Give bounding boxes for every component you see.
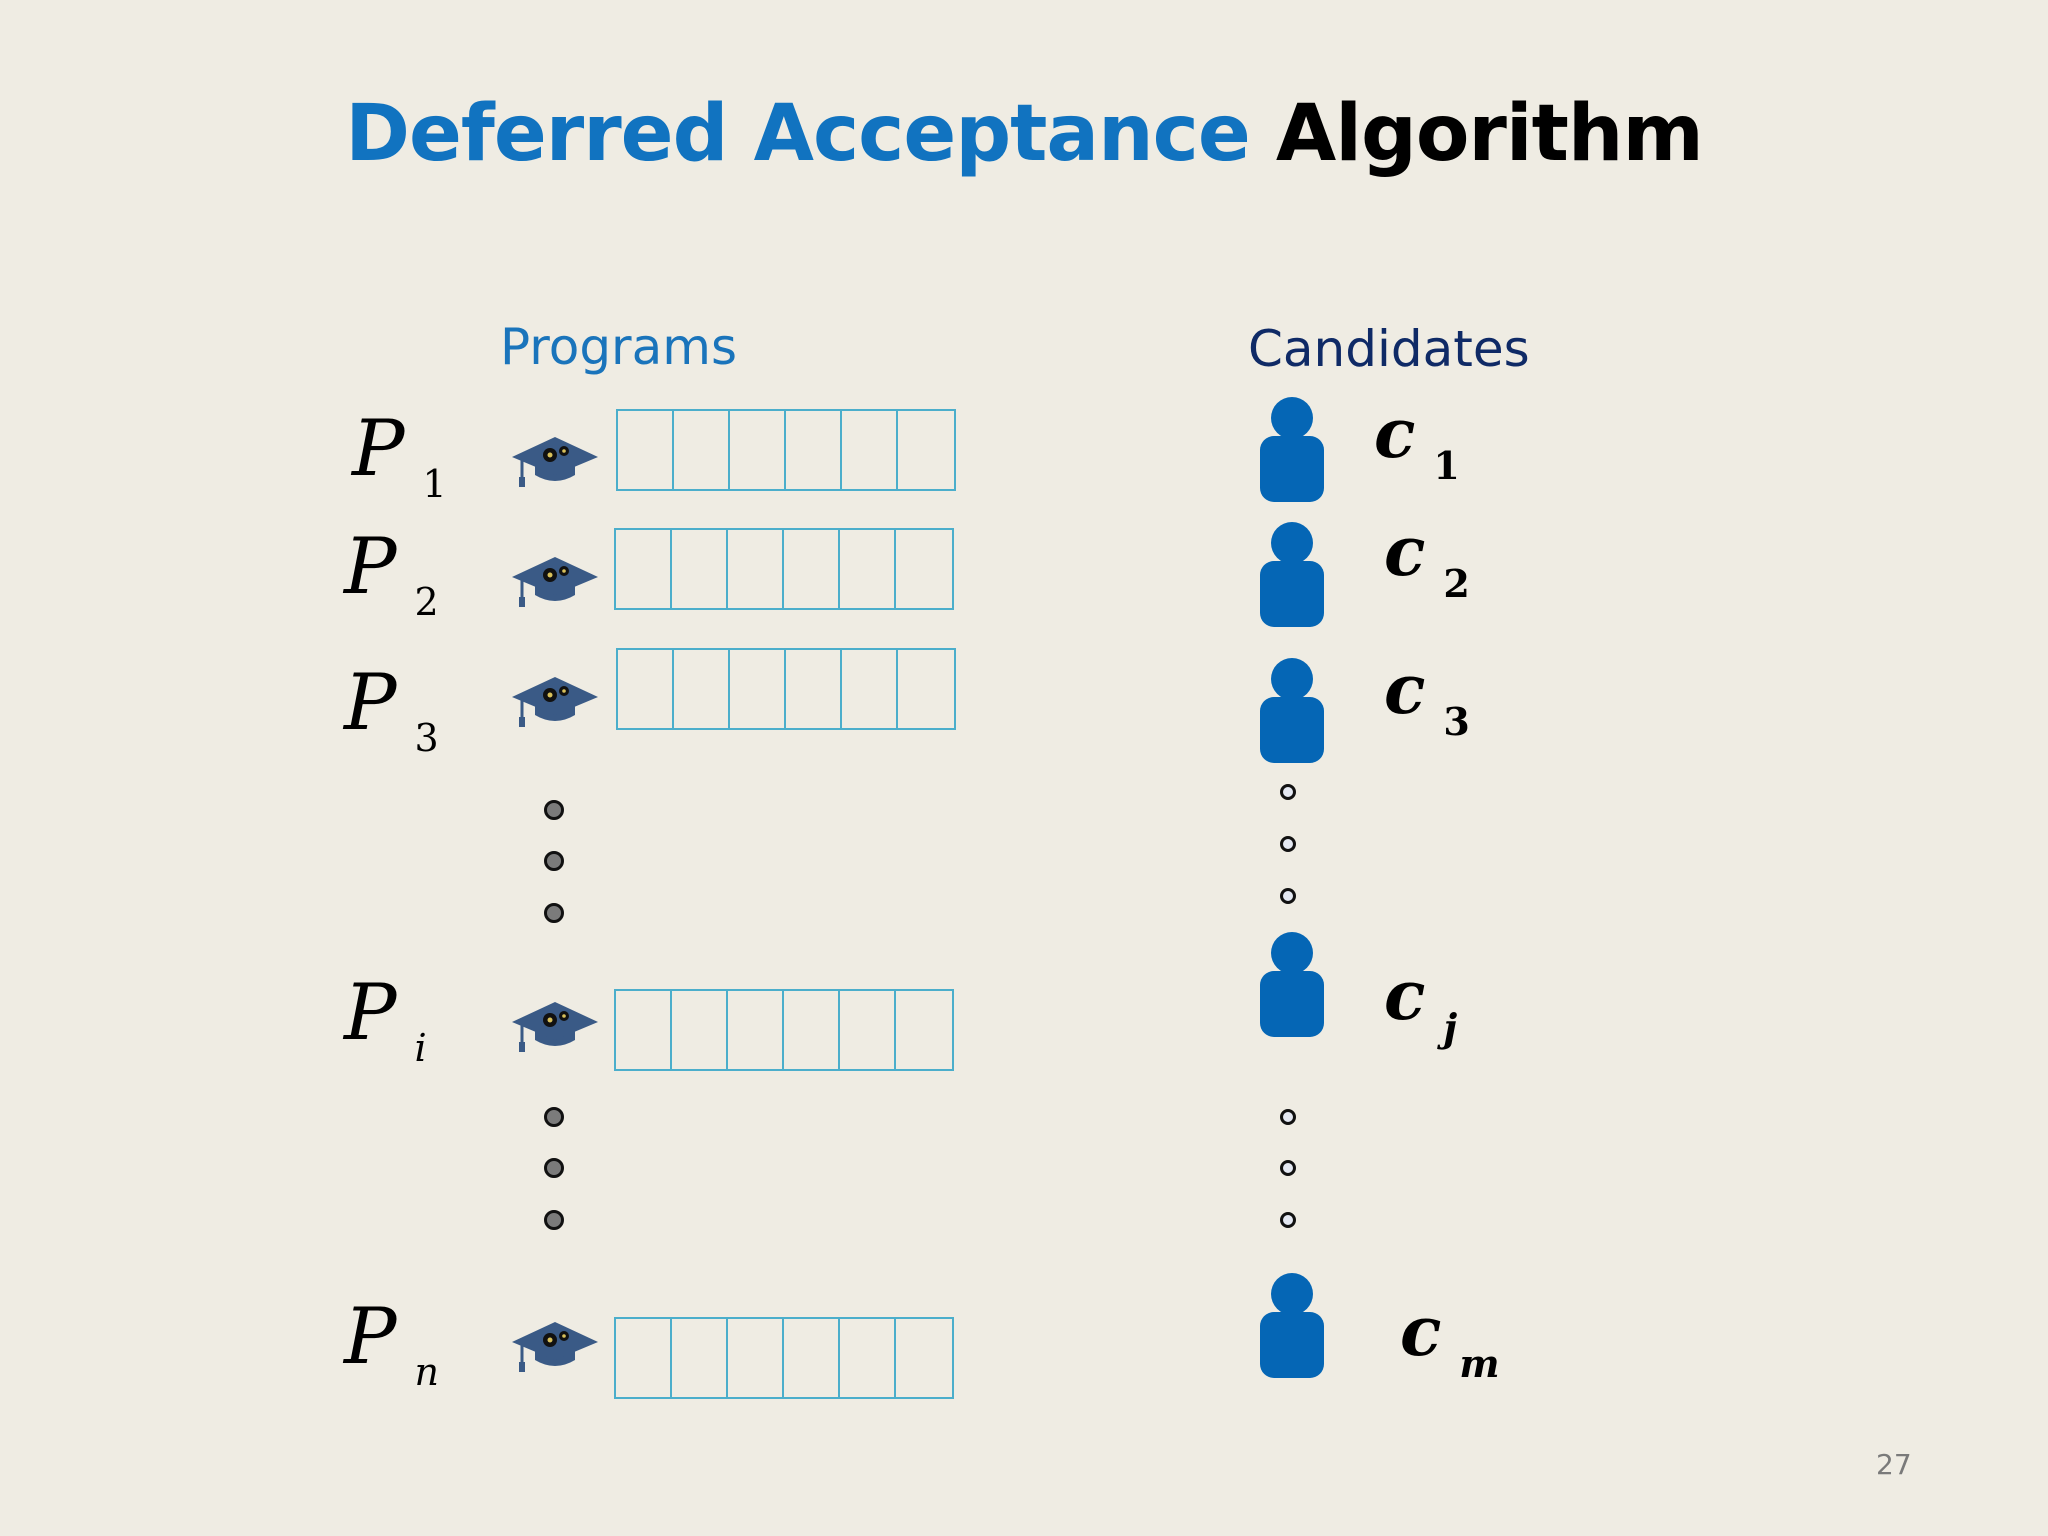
preference-slot bbox=[730, 650, 786, 728]
preference-slot bbox=[898, 650, 954, 728]
person-icon bbox=[1260, 397, 1324, 502]
title-highlight: Deferred Acceptance bbox=[345, 89, 1250, 179]
programs-header: Programs bbox=[500, 318, 738, 376]
preference-slot bbox=[616, 530, 672, 608]
preference-slot bbox=[672, 991, 728, 1069]
preference-slot bbox=[786, 650, 842, 728]
preference-slot bbox=[616, 991, 672, 1069]
preference-slot bbox=[728, 530, 784, 608]
preference-slot bbox=[618, 650, 674, 728]
preference-slot bbox=[898, 411, 954, 489]
ellipsis-dot bbox=[544, 903, 564, 923]
preference-list-n bbox=[614, 1317, 954, 1399]
person-icon bbox=[1260, 932, 1324, 1037]
preference-slot bbox=[674, 411, 730, 489]
graduation-cap-gear-icon bbox=[512, 437, 598, 487]
preference-slot bbox=[784, 991, 840, 1069]
person-icon bbox=[1260, 522, 1324, 627]
graduation-cap-gear-icon bbox=[512, 557, 598, 607]
graduation-cap-gear-icon bbox=[512, 677, 598, 727]
ellipsis-dot bbox=[544, 800, 564, 820]
preference-slot bbox=[842, 650, 898, 728]
page-number: 27 bbox=[1876, 1448, 1912, 1481]
preference-list-i bbox=[614, 989, 954, 1071]
ellipsis-dot bbox=[544, 1158, 564, 1178]
ellipsis-dot bbox=[1280, 784, 1296, 800]
preference-slot bbox=[840, 1319, 896, 1397]
preference-list-1 bbox=[616, 409, 956, 491]
preference-slot bbox=[730, 411, 786, 489]
ellipsis-dot bbox=[544, 1210, 564, 1230]
preference-list-3 bbox=[616, 648, 956, 730]
preference-slot bbox=[896, 991, 952, 1069]
preference-slot bbox=[842, 411, 898, 489]
preference-slot bbox=[672, 1319, 728, 1397]
ellipsis-dot bbox=[1280, 1160, 1296, 1176]
person-icon bbox=[1260, 658, 1324, 763]
preference-slot bbox=[728, 1319, 784, 1397]
ellipsis-dot bbox=[1280, 888, 1296, 904]
preference-slot bbox=[616, 1319, 672, 1397]
preference-slot bbox=[784, 1319, 840, 1397]
candidates-header: Candidates bbox=[1248, 320, 1530, 378]
preference-slot bbox=[672, 530, 728, 608]
preference-list-2 bbox=[614, 528, 954, 610]
ellipsis-dot bbox=[1280, 1212, 1296, 1228]
graduation-cap-gear-icon bbox=[512, 1002, 598, 1052]
ellipsis-dot bbox=[544, 851, 564, 871]
ellipsis-dot bbox=[1280, 1109, 1296, 1125]
preference-slot bbox=[840, 991, 896, 1069]
preference-slot bbox=[786, 411, 842, 489]
preference-slot bbox=[896, 530, 952, 608]
graduation-cap-gear-icon bbox=[512, 1322, 598, 1372]
preference-slot bbox=[784, 530, 840, 608]
preference-slot bbox=[674, 650, 730, 728]
preference-slot bbox=[728, 991, 784, 1069]
title-rest: Algorithm bbox=[1275, 89, 1704, 179]
preference-slot bbox=[840, 530, 896, 608]
ellipsis-dot bbox=[1280, 836, 1296, 852]
preference-slot bbox=[896, 1319, 952, 1397]
ellipsis-dot bbox=[544, 1107, 564, 1127]
slide-title: Deferred Acceptance Algorithm bbox=[0, 89, 2048, 179]
preference-slot bbox=[618, 411, 674, 489]
person-icon bbox=[1260, 1273, 1324, 1378]
